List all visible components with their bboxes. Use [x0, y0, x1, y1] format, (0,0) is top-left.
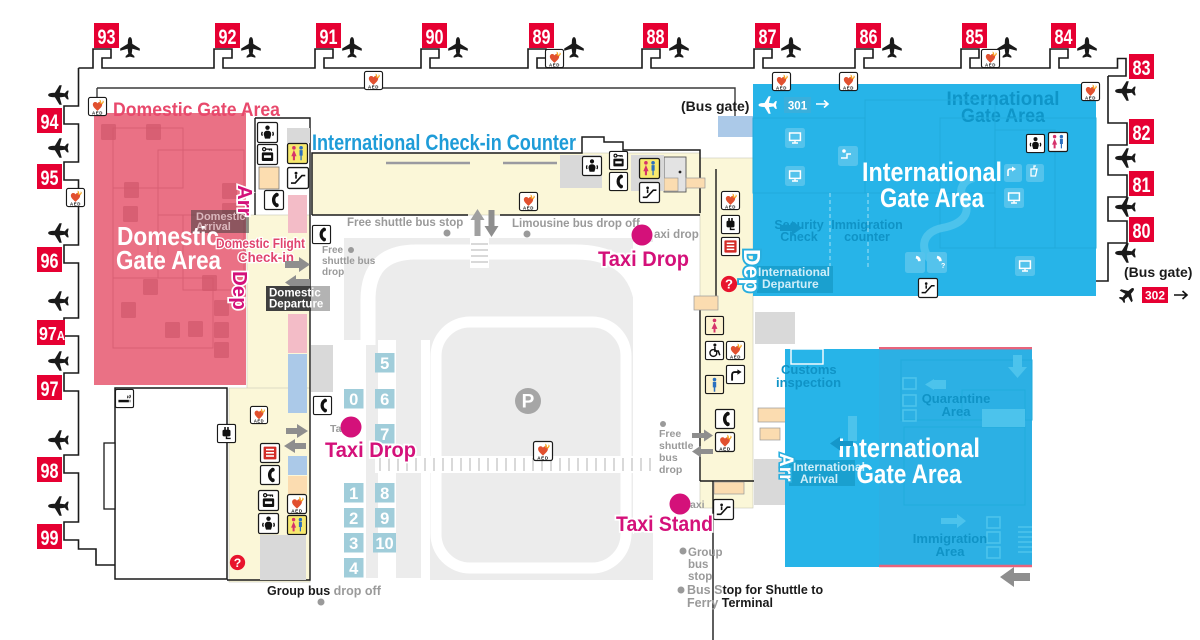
svg-text:5: 5 — [380, 355, 389, 373]
svg-text:90: 90 — [426, 25, 444, 49]
svg-text:10: 10 — [375, 535, 393, 553]
svg-text:Limousine bus drop off: Limousine bus drop off — [512, 218, 640, 230]
svg-text:97A: 97A — [39, 323, 66, 344]
svg-text:shuttle: shuttle — [659, 440, 694, 452]
svg-text:Gate Area: Gate Area — [880, 183, 985, 213]
svg-text:Departure: Departure — [269, 299, 323, 311]
svg-text:95: 95 — [41, 166, 59, 190]
svg-text:Taxi Stand: Taxi Stand — [616, 512, 713, 536]
svg-text:International: International — [947, 89, 1060, 110]
svg-text:Domestic Flight: Domestic Flight — [216, 236, 305, 251]
svg-text:Group bus drop off: Group bus drop off — [267, 584, 382, 598]
svg-text:Ta: Ta — [330, 423, 342, 435]
svg-text:2: 2 — [349, 510, 358, 528]
svg-text:shuttle bus: shuttle bus — [322, 256, 376, 267]
svg-text:87: 87 — [759, 25, 777, 49]
svg-text:axi: axi — [690, 499, 705, 511]
svg-text:Domestic: Domestic — [117, 221, 219, 251]
svg-text:International: International — [758, 265, 830, 279]
svg-text:Area: Area — [942, 404, 972, 419]
svg-text:Domestic: Domestic — [196, 211, 246, 223]
svg-text:(Bus gate): (Bus gate) — [681, 98, 749, 114]
svg-text:Immigration: Immigration — [831, 218, 903, 232]
svg-text:4: 4 — [349, 560, 359, 578]
svg-text:86: 86 — [860, 25, 878, 49]
svg-text:(Bus gate): (Bus gate) — [1124, 264, 1192, 280]
svg-text:81: 81 — [1133, 173, 1151, 197]
svg-text:99: 99 — [41, 526, 59, 550]
svg-text:Arr: Arr — [233, 185, 256, 216]
svg-text:?: ? — [941, 263, 945, 270]
svg-text:94: 94 — [41, 110, 59, 134]
svg-text:7: 7 — [380, 426, 389, 444]
svg-text:Immigration: Immigration — [913, 531, 987, 546]
svg-text:1: 1 — [349, 485, 358, 503]
svg-text:93: 93 — [98, 25, 116, 49]
svg-text:6: 6 — [380, 391, 389, 409]
svg-text:drop: drop — [659, 464, 682, 476]
svg-text:Check-in: Check-in — [238, 250, 294, 265]
svg-text:Ferry Terminal: Ferry Terminal — [687, 596, 773, 610]
svg-text:inspection: inspection — [776, 375, 841, 390]
svg-text:Free shuttle bus stop: Free shuttle bus stop — [347, 217, 463, 229]
svg-text:9: 9 — [380, 510, 389, 528]
svg-text:International Check-in Counter: International Check-in Counter — [312, 130, 576, 155]
svg-text:Quarantine: Quarantine — [922, 391, 991, 406]
svg-text:axi drop: axi drop — [654, 229, 699, 241]
svg-text:Group: Group — [688, 547, 723, 559]
svg-text:8: 8 — [380, 485, 389, 503]
svg-text:Taxi Drop: Taxi Drop — [325, 438, 416, 462]
svg-text:stop: stop — [688, 571, 712, 583]
svg-text:Domestic Gate Area: Domestic Gate Area — [113, 99, 280, 121]
svg-text:bus: bus — [688, 559, 708, 571]
svg-text:80: 80 — [1133, 219, 1151, 243]
svg-text:88: 88 — [647, 25, 665, 49]
svg-text:302: 302 — [1145, 289, 1165, 303]
svg-text:0: 0 — [349, 391, 358, 409]
svg-text:89: 89 — [533, 25, 551, 49]
svg-text:P: P — [522, 392, 535, 413]
svg-text:bus: bus — [659, 452, 678, 464]
svg-text:301: 301 — [788, 101, 808, 113]
svg-text:Domestic: Domestic — [269, 288, 321, 300]
svg-text:85: 85 — [966, 25, 984, 49]
svg-text:counter: counter — [844, 230, 890, 244]
svg-text:3: 3 — [349, 535, 358, 553]
svg-text:Customs: Customs — [781, 362, 837, 377]
svg-text:Gate Area: Gate Area — [961, 106, 1045, 127]
svg-text:International: International — [862, 157, 1002, 187]
svg-text:Gate Area: Gate Area — [116, 245, 221, 275]
svg-text:Area: Area — [936, 544, 966, 559]
svg-text:Taxi Drop: Taxi Drop — [598, 247, 689, 271]
svg-text:Dep: Dep — [739, 249, 765, 292]
svg-text:Bus Stop for Shuttle to: Bus Stop for Shuttle to — [687, 583, 823, 597]
svg-text:96: 96 — [41, 249, 59, 273]
svg-text:84: 84 — [1055, 25, 1073, 49]
svg-text:98: 98 — [41, 459, 59, 483]
svg-text:International: International — [838, 433, 980, 463]
svg-text:Gate Area: Gate Area — [857, 459, 963, 489]
svg-text:Arrival: Arrival — [196, 221, 231, 233]
svg-text:drop: drop — [322, 267, 344, 278]
svg-text:Free: Free — [659, 428, 681, 440]
svg-text:International: International — [793, 460, 865, 474]
svg-text:Departure: Departure — [762, 277, 819, 291]
svg-text:97: 97 — [41, 377, 59, 401]
svg-text:91: 91 — [320, 25, 338, 49]
svg-text:Check: Check — [780, 230, 818, 244]
svg-text:82: 82 — [1133, 121, 1151, 145]
svg-text:Free: Free — [322, 245, 344, 256]
svg-text:Arr: Arr — [775, 453, 796, 482]
svg-text:92: 92 — [219, 25, 237, 49]
svg-text:83: 83 — [1133, 56, 1151, 80]
svg-text:Arrival: Arrival — [800, 472, 838, 486]
svg-text:Dep: Dep — [228, 271, 251, 310]
